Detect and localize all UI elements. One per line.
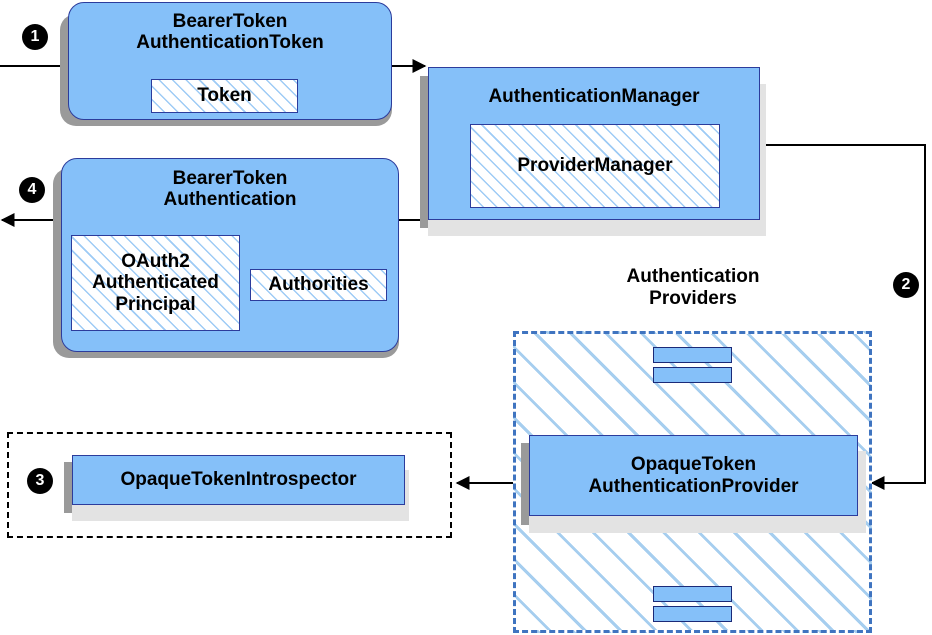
node-opaque-token-introspector[interactable]: OpaqueTokenIntrospector	[72, 455, 405, 505]
inner-provider-manager-label: ProviderManager	[517, 155, 673, 177]
bearer-token-authentication-line2: Authentication	[163, 189, 297, 211]
bearer-token-authentication-line1: BearerToken	[172, 168, 288, 189]
step-4-number: 4	[27, 181, 37, 198]
inner-authorities-box[interactable]: Authorities	[250, 269, 387, 301]
node-opaque-token-authentication-provider[interactable]: OpaqueToken AuthenticationProvider	[529, 435, 858, 516]
step-2-number: 2	[901, 276, 911, 293]
provider-stack-bar-top-2	[653, 367, 732, 383]
opaque-token-authentication-provider-line1: OpaqueToken	[630, 454, 757, 476]
principal-line1: OAuth2	[121, 250, 190, 272]
bearer-token-authentication-token-line2: AuthenticationToken	[136, 32, 324, 54]
step-marker-3: 3	[27, 468, 53, 494]
opaque-token-introspector-title: OpaqueTokenIntrospector	[120, 469, 357, 491]
inner-token-box[interactable]: Token	[151, 79, 298, 113]
bearer-token-authentication-token-line1: BearerToken	[172, 11, 288, 32]
step-1-number: 1	[30, 28, 40, 45]
step-marker-1: 1	[22, 24, 48, 50]
step-3-number: 3	[35, 472, 45, 489]
principal-line3: Principal	[115, 293, 196, 315]
step-marker-4: 4	[19, 177, 45, 203]
provider-stack-bar-top-1	[653, 347, 732, 363]
authentication-providers-heading-line1: Authentication	[626, 266, 760, 287]
provider-stack-bar-bottom-1	[653, 586, 732, 602]
opaque-token-introspector-container	[7, 432, 452, 538]
provider-stack-bar-bottom-2	[653, 606, 732, 622]
step-marker-2: 2	[893, 272, 919, 298]
principal-line2: Authenticated	[92, 272, 219, 294]
authentication-providers-heading-line2: Providers	[649, 287, 737, 309]
inner-provider-manager-box[interactable]: ProviderManager	[470, 124, 720, 208]
inner-authorities-label: Authorities	[268, 274, 369, 296]
inner-oauth2-authenticated-principal-box[interactable]: OAuth2 Authenticated Principal	[71, 235, 240, 331]
authentication-manager-title: AuthenticationManager	[488, 86, 700, 107]
authentication-providers-heading: Authentication Providers	[563, 266, 823, 310]
opaque-token-authentication-provider-line2: AuthenticationProvider	[588, 475, 799, 497]
inner-token-label: Token	[197, 85, 252, 107]
